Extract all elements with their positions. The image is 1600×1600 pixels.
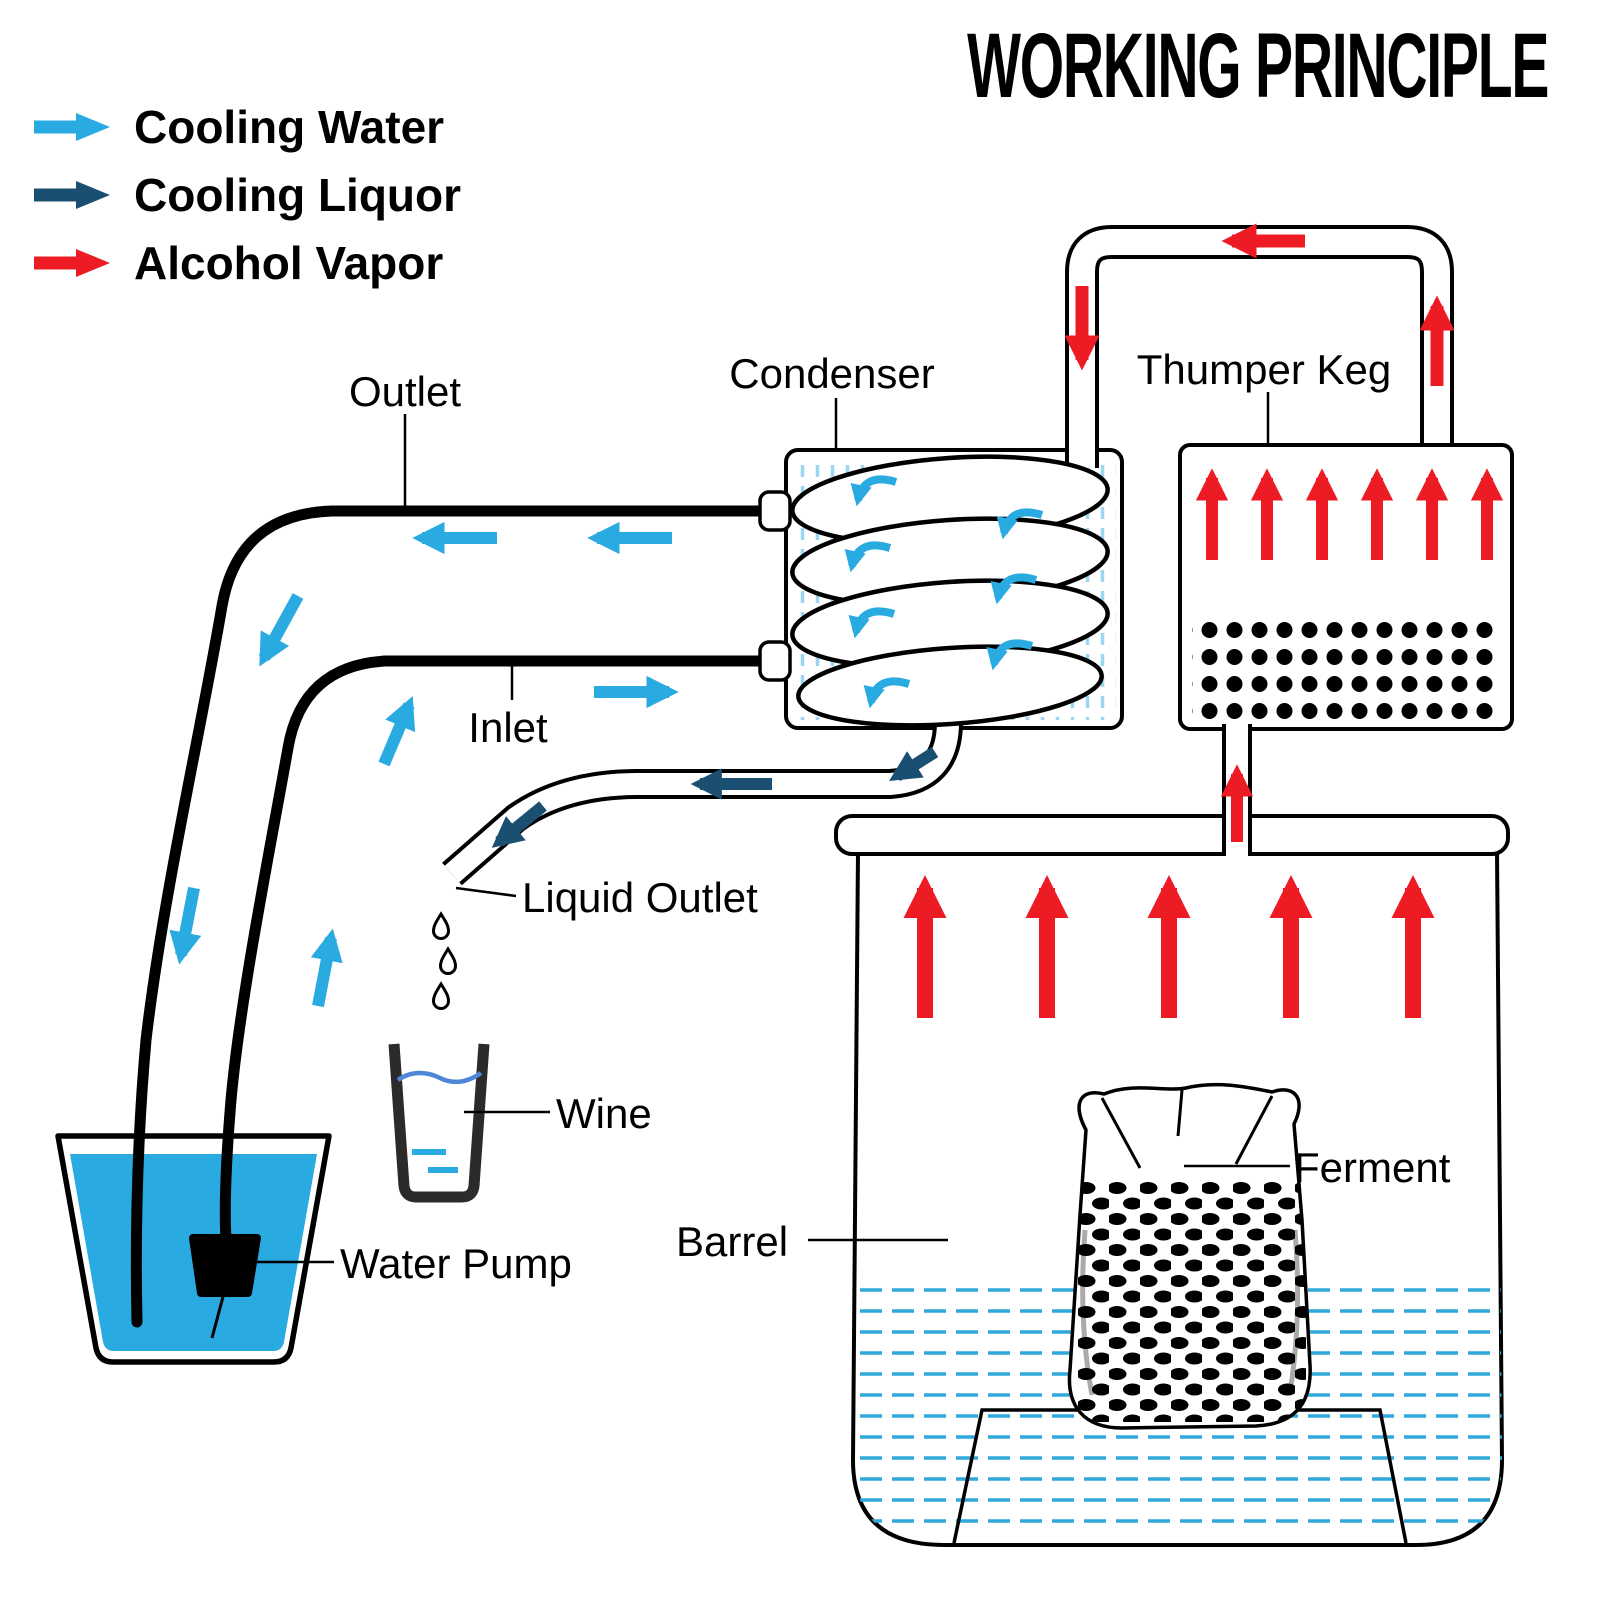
thumper-keg [1178, 443, 1514, 731]
cooling-liquor-arrow-icon [34, 181, 110, 209]
liquid-outlet-label: Liquid Outlet [522, 874, 758, 921]
alcohol-vapor-arrow-icon [34, 249, 110, 277]
ferment-bag-folds [1100, 1089, 1274, 1169]
barrel-vapor-arrows [903, 875, 1435, 1018]
thumper-keg-label: Thumper Keg [1136, 346, 1392, 393]
ferment-bag [1067, 1082, 1312, 1430]
wine-sparkle-dashes [412, 1149, 458, 1173]
wine-glass-outline [388, 1043, 490, 1203]
ferment-bag-dots [1078, 1182, 1306, 1422]
condenser-coil [790, 454, 1110, 728]
outlet-tube [130, 505, 792, 1328]
legend-label-alcohol-vapor: Alcohol Vapor [134, 237, 444, 289]
barrel-label: Barrel [676, 1218, 789, 1265]
barrel [834, 814, 1510, 1547]
condenser-label: Condenser [729, 350, 935, 397]
legend-item-alcohol-vapor: Alcohol Vapor [30, 236, 461, 290]
cooling-water-arrow-icon [34, 113, 110, 141]
thumper-keg-vapor-arrows [1195, 468, 1504, 560]
thumper-keg-dots [1192, 616, 1500, 720]
page-title: WORKING PRINCIPLE [966, 15, 1549, 117]
leader-lines [254, 392, 1290, 1264]
alcohol-vapor-arrows [1064, 223, 1455, 386]
outlet-label: Outlet [348, 368, 462, 415]
legend-label-cooling-liquor: Cooling Liquor [134, 169, 462, 221]
legend-label-cooling-water: Cooling Water [134, 101, 445, 153]
inlet-label: Inlet [468, 704, 548, 751]
wine-glass [388, 1043, 490, 1203]
water-pump [189, 1234, 261, 1339]
inlet-tube [219, 655, 792, 1246]
legend: Cooling Water Cooling Liquor Alcohol Vap… [30, 100, 461, 290]
legend-item-cooling-water: Cooling Water [30, 100, 461, 154]
cooling-tubes [130, 505, 792, 1328]
liquid-outlet-drips [432, 912, 457, 1010]
condenser-tube-stubs [758, 490, 792, 682]
wine-surface [396, 1070, 483, 1085]
legend-item-cooling-liquor: Cooling Liquor [30, 168, 461, 222]
water-pump-body [189, 1234, 261, 1297]
cooling-liquor-arrows [491, 746, 939, 848]
condenser-cooling-swirl-arrows [844, 475, 1044, 709]
wine-label: Wine [556, 1090, 652, 1137]
cooling-water-arrows [169, 521, 679, 1008]
water-pump-label: Water Pump [340, 1240, 572, 1287]
barrel-lid [834, 814, 1510, 856]
ferment-label: Ferment [1294, 1144, 1451, 1191]
liquor-pipe [442, 690, 963, 886]
